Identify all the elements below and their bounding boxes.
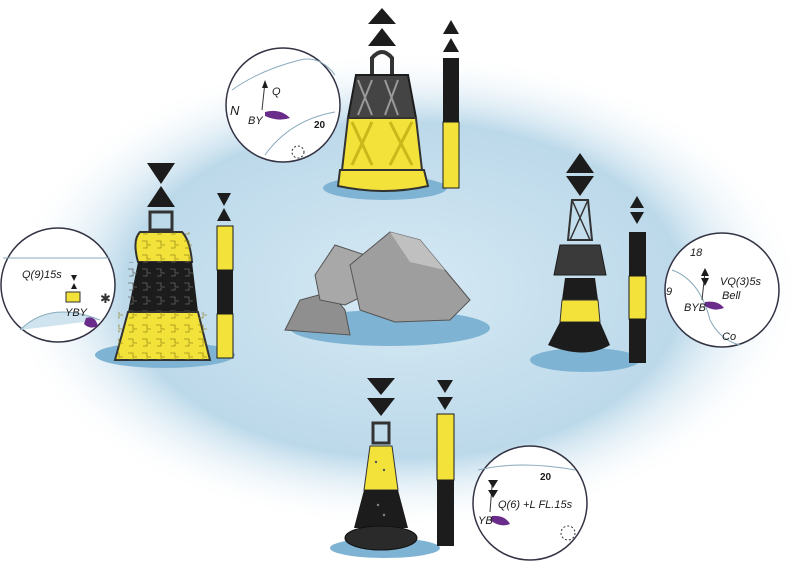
rock-symbol: ✱	[100, 291, 111, 306]
east-inset-depth-left: 9	[666, 286, 672, 298]
north-inset-marking: BY	[248, 115, 263, 127]
east-inset-label: Co	[722, 331, 736, 343]
east-inset-light: VQ(3)5s	[720, 276, 761, 288]
south-topmark-lower	[367, 398, 395, 416]
east-topmark-upper	[566, 153, 594, 173]
east-inset-sound: Bell	[722, 290, 741, 302]
central-rock	[284, 231, 490, 346]
west-topmark-lower	[147, 186, 175, 207]
south-cardinal-buoy	[330, 378, 455, 558]
north-topmark-lower	[368, 28, 396, 46]
south-chart-inset: 20 Q(6) +L FL.15s YB	[472, 445, 588, 561]
east-cardinal-buoy	[530, 153, 647, 372]
west-inset-light: Q(9)15s	[22, 269, 62, 281]
south-inset-marking: YB	[478, 515, 493, 527]
east-inset-depth-top: 18	[690, 247, 703, 259]
north-cardinal-buoy	[323, 8, 460, 200]
west-chart-inset: ✱ Q(9)15s YBY	[0, 227, 116, 343]
east-chart-inset: 18 9 VQ(3)5s Bell BYB Co	[664, 232, 780, 348]
west-topmark-upper	[147, 163, 175, 184]
north-topmark-upper	[368, 8, 396, 24]
east-inset-marking: BYB	[684, 302, 706, 314]
north-inset-letter: N	[230, 103, 240, 118]
south-inset-light: Q(6) +L FL.15s	[498, 499, 573, 511]
north-chart-inset: Q BY 20 N	[225, 47, 341, 163]
south-topmark-upper	[367, 378, 395, 395]
west-inset-marking: YBY	[65, 307, 88, 319]
south-inset-depth: 20	[540, 472, 552, 483]
north-inset-depth: 20	[314, 120, 326, 131]
east-topmark-lower	[566, 176, 594, 196]
west-cardinal-buoy	[95, 163, 235, 368]
north-inset-light: Q	[272, 86, 281, 98]
